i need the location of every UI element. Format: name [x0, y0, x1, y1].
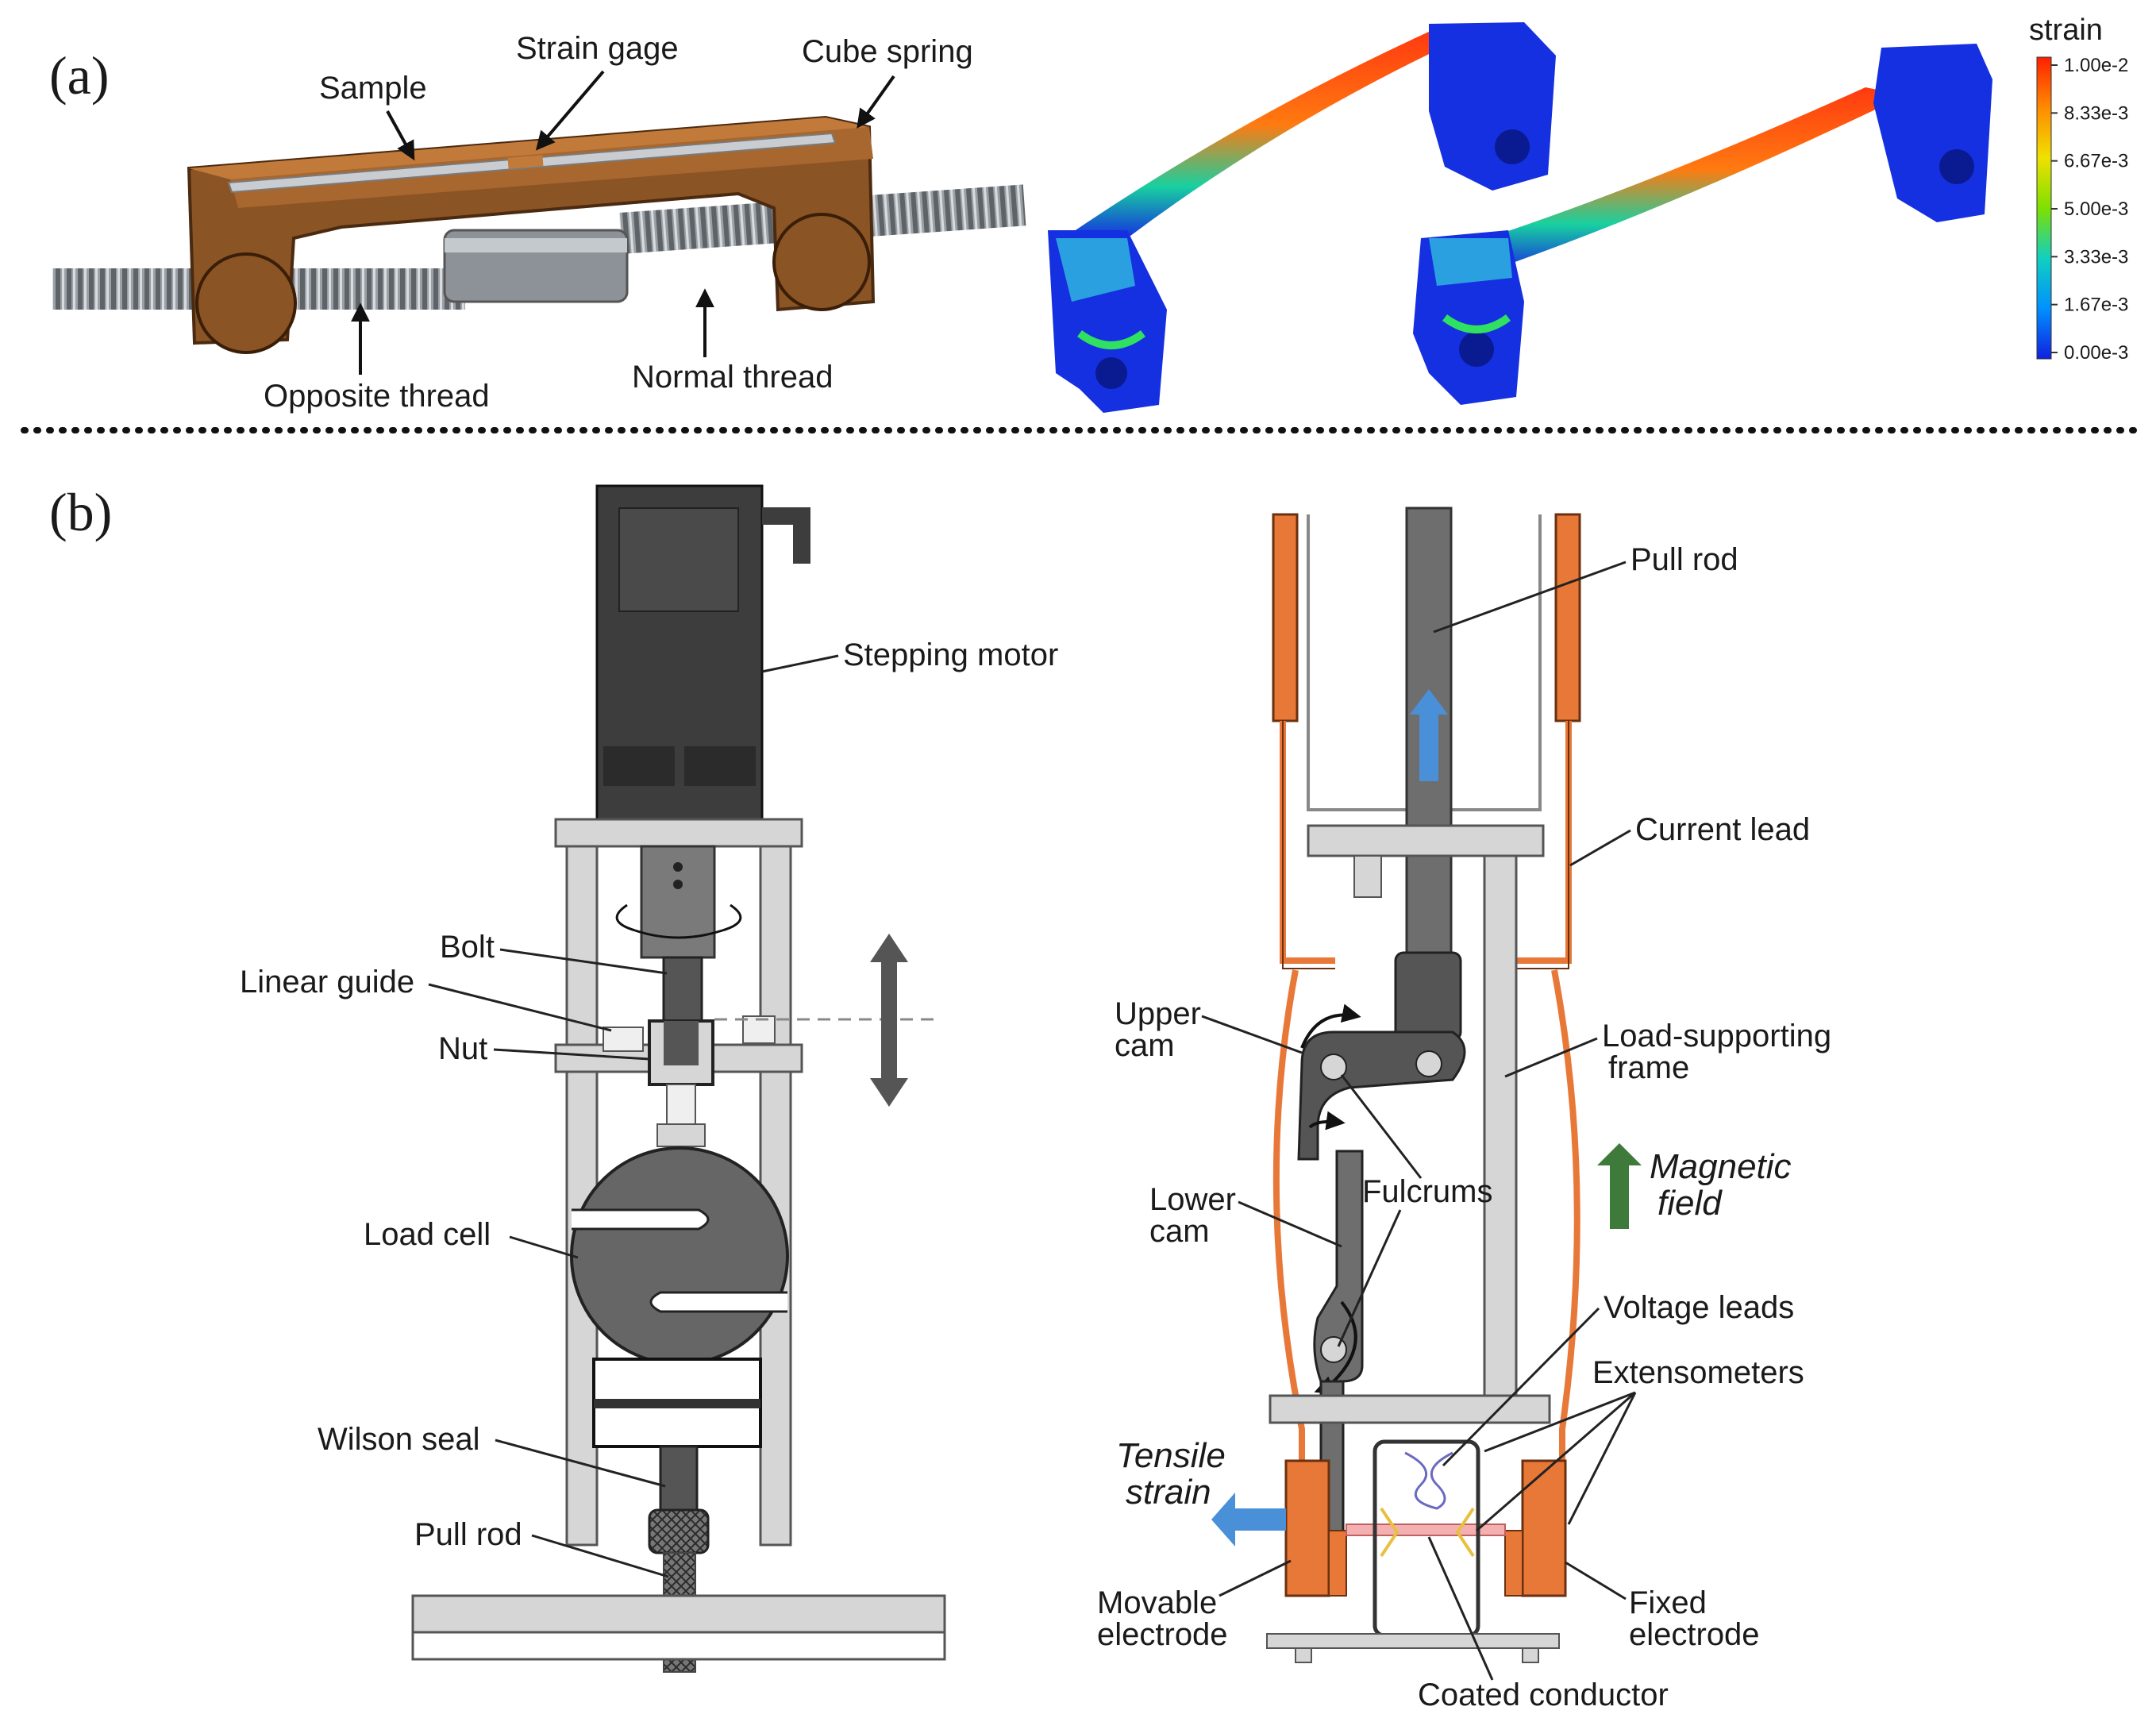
label-stepping-motor: Stepping motor	[843, 638, 1058, 672]
label-movable-2: electrode	[1097, 1617, 1228, 1652]
colorbar-tick-label: 8.33e-3	[2064, 102, 2128, 124]
label-lower-cam-1: Lower	[1149, 1182, 1236, 1217]
fixed-electrode	[1521, 1459, 1567, 1597]
magnetic-field-arrow	[1597, 1143, 1642, 1229]
label-sample: Sample	[319, 71, 427, 106]
top-plate	[554, 818, 803, 848]
label-pull-rod-right: Pull rod	[1630, 542, 1738, 577]
current-lead-wire-left	[1272, 969, 1305, 1588]
panel-a-letter: (a)	[49, 45, 109, 106]
coated-conductor	[1346, 1523, 1506, 1536]
label-upper-cam-2: cam	[1115, 1028, 1175, 1063]
colorbar	[2036, 56, 2052, 360]
label-load-cell: Load cell	[364, 1217, 491, 1252]
label-movable-1: Movable	[1097, 1585, 1217, 1620]
label-tensile-2: strain	[1126, 1473, 1211, 1512]
panel-b-letter: (b)	[49, 482, 112, 542]
movable-electrode	[1284, 1459, 1330, 1597]
voltage-lead-coil	[1404, 1451, 1453, 1510]
load-cell	[570, 1146, 789, 1366]
strain-gage-patch	[507, 155, 544, 169]
label-load-frame-1: Load-supporting	[1602, 1019, 1831, 1054]
pull-direction-arrow	[1410, 689, 1448, 781]
end-disc-right	[772, 213, 871, 311]
label-opposite-thread: Opposite thread	[264, 379, 490, 414]
label-cube-spring: Cube spring	[802, 34, 973, 69]
bracket-plate	[1307, 824, 1545, 857]
label-tensile-1: Tensile	[1116, 1436, 1226, 1475]
label-current-lead: Current lead	[1635, 812, 1810, 847]
label-normal-thread: Normal thread	[632, 360, 833, 395]
label-magnetic-2: field	[1657, 1184, 1723, 1223]
label-wilson-seal: Wilson seal	[318, 1422, 480, 1457]
current-lead-right-top	[1554, 513, 1581, 722]
colorbar-tick-label: 6.67e-3	[2064, 151, 2128, 172]
colorbar-title: strain	[2029, 13, 2103, 47]
fea-render-2	[1413, 44, 1992, 405]
label-linear-guide: Linear guide	[240, 965, 414, 1000]
colorbar-tick-label: 0.00e-3	[2064, 342, 2128, 364]
colorbar-tick-label: 1.00e-2	[2064, 55, 2128, 76]
colorbar-tick-label: 3.33e-3	[2064, 246, 2128, 268]
label-upper-cam-1: Upper	[1115, 996, 1201, 1031]
label-magnetic-1: Magnetic	[1650, 1147, 1792, 1186]
current-lead-wire-right	[1551, 969, 1580, 1588]
panel-a: (a) Sample Strain gage Cube spring Oppos…	[49, 13, 2128, 414]
bottom-plate	[1266, 1633, 1560, 1649]
label-load-frame-2: frame	[1608, 1050, 1689, 1085]
label-strain-gage: Strain gage	[516, 31, 679, 66]
label-voltage-leads: Voltage leads	[1604, 1290, 1794, 1325]
label-extensometers: Extensometers	[1592, 1355, 1804, 1390]
label-fixed-1: Fixed	[1629, 1585, 1707, 1620]
colorbar-tick-label: 5.00e-3	[2064, 198, 2128, 220]
base-plate	[411, 1594, 946, 1634]
colorbar-tick-label: 1.67e-3	[2064, 295, 2128, 316]
label-nut: Nut	[438, 1031, 487, 1066]
label-pull-rod-left: Pull rod	[414, 1517, 522, 1552]
label-fixed-2: electrode	[1629, 1617, 1760, 1652]
lower-platform	[1269, 1394, 1551, 1424]
knurled-knob	[648, 1508, 710, 1554]
fea-render-1	[1048, 22, 1556, 413]
vertical-motion-arrow	[870, 934, 908, 1107]
tensile-strain-arrow	[1211, 1493, 1286, 1547]
rotation-arrow	[615, 903, 742, 932]
label-fulcrums: Fulcrums	[1362, 1174, 1492, 1209]
label-bolt: Bolt	[440, 930, 495, 965]
colorbar-ticks: 1.00e-2 8.33e-3 6.67e-3 5.00e-3 3.33e-3 1.67e…	[2051, 55, 2128, 364]
upper-cam	[1297, 1030, 1466, 1161]
end-disc-left	[195, 252, 297, 354]
label-coated-conductor: Coated conductor	[1418, 1678, 1669, 1712]
wilson-seal	[659, 1445, 699, 1512]
stepping-motor	[595, 484, 810, 821]
label-lower-cam-2: cam	[1149, 1214, 1210, 1249]
current-lead-left-top	[1272, 513, 1299, 722]
panel-b: (b)	[49, 482, 1831, 1712]
load-supporting-frame	[1483, 854, 1518, 1397]
